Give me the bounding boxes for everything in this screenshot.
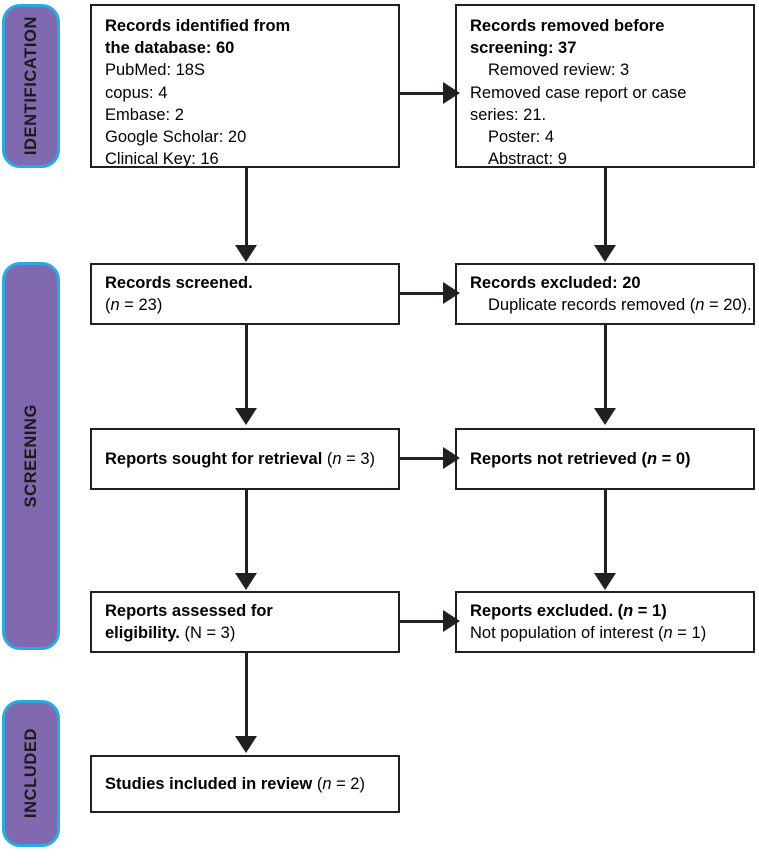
records-removed-line-3: Removed review: 3 [488,61,630,80]
reports-not-retrieved-n: n [646,449,658,468]
phase-included: INCLUDED [2,700,60,847]
connector-screened-to-sought [245,325,248,410]
phase-screening-label: SCREENING [21,404,40,508]
records-identified-line-5: Embase: 2 [105,105,184,124]
studies-included-text: Studies included in review (n = 2) [105,773,387,795]
records-identified-line-4: copus: 4 [105,83,168,102]
phase-identification: IDENTIFICATION [2,4,60,168]
arrowhead-excluded-to-not-retrieved [594,408,616,425]
connector-removed-to-excluded [604,168,607,248]
arrowhead-sought-to-assessed [235,573,257,590]
records-identified-box: Records identified from the database: 60… [90,4,400,168]
records-identified-line-3: PubMed: 18S [105,61,205,80]
arrowhead-not-retrieved-to-reports-excluded [594,573,616,590]
arrowhead-screened-to-excluded [443,282,460,304]
records-excluded-value: = 20). [704,296,752,314]
records-screened-count: (n = 23) [105,294,387,316]
records-screened-value: = 23) [119,296,163,314]
records-identified-line-7: Clinical Key: 16 [105,150,219,169]
arrowhead-sought-to-not-retrieved [443,447,460,469]
records-removed-line-7: Abstract: 9 [488,150,567,169]
reports-not-retrieved-label: Reports not retrieved ( [470,449,647,468]
reports-excluded-reason-n: n [663,624,673,642]
reports-sought-n: n [332,449,342,468]
reports-assessed-line-2: eligibility. (N = 3) [105,622,387,644]
arrowhead-assessed-to-reports-excluded [443,610,460,632]
reports-excluded-title: Reports excluded. (n = 1) [470,600,742,622]
records-excluded-detail: Duplicate records removed (n = 20). [470,294,752,316]
connector-identified-to-removed [400,92,445,95]
phase-screening: SCREENING [2,262,60,650]
reports-excluded-box: Reports excluded. (n = 1) Not population… [455,591,755,653]
reports-excluded-value: = 1) [633,601,667,620]
connector-identified-to-screened [245,168,248,248]
connector-not-retrieved-to-reports-excluded [604,490,607,575]
studies-included-value: = 2) [331,774,365,793]
connector-sought-to-assessed [245,490,248,575]
records-excluded-n: n [695,296,705,314]
reports-excluded-reason-prefix: Not population of interest ( [470,624,664,642]
records-removed-box: Records removed before screening: 37 Rem… [455,4,755,168]
reports-sought-text: Reports sought for retrieval (n = 3) [105,448,387,470]
records-excluded-box: Records excluded: 20 Duplicate records r… [455,263,755,325]
connector-excluded-to-not-retrieved [604,325,607,410]
reports-assessed-eligibility-label: eligibility. [105,624,180,642]
connector-assessed-to-included [245,653,248,738]
reports-assessed-line-1: Reports assessed for [105,601,273,620]
records-identified-line-1: Records identified from [105,17,291,35]
arrowhead-screened-to-sought [235,408,257,425]
reports-excluded-label: Reports excluded. ( [470,601,624,620]
arrowhead-removed-to-excluded [594,245,616,262]
reports-excluded-reason-value: = 1) [672,624,707,642]
records-removed-line-1: Records removed before [470,17,665,35]
arrowhead-identified-to-removed [443,82,460,104]
reports-not-retrieved-box: Reports not retrieved (n = 0) [455,428,755,490]
records-screened-paren-open: ( [105,296,111,314]
reports-excluded-n: n [623,601,634,620]
reports-not-retrieved-value: = 0) [657,449,691,468]
records-removed-line-6: Poster: 4 [488,127,555,146]
records-removed-line-2: screening: 37 [470,39,577,58]
studies-included-box: Studies included in review (n = 2) [90,755,400,813]
records-removed-line-5: series: 21. [470,105,547,124]
reports-assessed-box: Reports assessed for eligibility. (N = 3… [90,591,400,653]
records-excluded-detail-prefix: Duplicate records removed ( [488,296,696,314]
arrowhead-identified-to-screened [235,245,257,262]
records-identified-line-6: Google Scholar: 20 [105,127,247,146]
connector-screened-to-excluded [400,292,445,295]
records-identified-line-2: the database: 60 [105,39,235,58]
studies-included-paren-open: ( [316,774,323,793]
reports-assessed-count: (N = 3) [179,624,236,642]
records-screened-box: Records screened. (n = 23) [90,263,400,325]
studies-included-label: Studies included in review [105,774,317,793]
records-screened-n: n [110,296,120,314]
reports-sought-paren-open: ( [326,449,333,468]
records-removed-line-4: Removed case report or case [470,83,687,102]
phase-included-label: INCLUDED [21,728,40,819]
connector-assessed-to-reports-excluded [400,620,445,623]
connector-sought-to-not-retrieved [400,457,445,460]
studies-included-n: n [322,774,332,793]
arrowhead-assessed-to-included [235,736,257,753]
reports-sought-box: Reports sought for retrieval (n = 3) [90,428,400,490]
phase-identification-label: IDENTIFICATION [21,16,40,156]
reports-not-retrieved-text: Reports not retrieved (n = 0) [470,448,742,470]
reports-excluded-reason: Not population of interest (n = 1) [470,622,742,644]
reports-sought-label: Reports sought for retrieval [105,449,327,468]
reports-sought-value: = 3) [341,449,376,468]
records-screened-title: Records screened. [105,273,253,292]
records-excluded-title: Records excluded: 20 [470,273,641,292]
